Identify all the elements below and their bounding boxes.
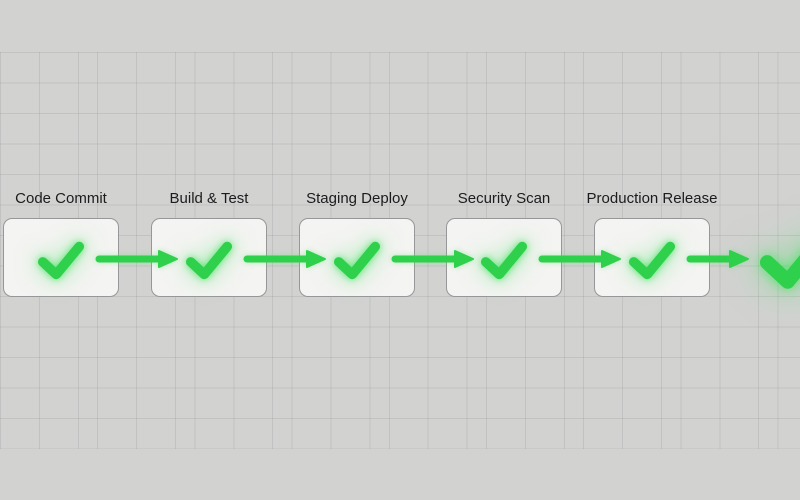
check-icon	[480, 241, 528, 280]
stage-label: Code Commit	[15, 190, 107, 207]
stage-label: Production Release	[586, 190, 718, 207]
flow-arrow-icon	[391, 250, 474, 268]
check-icon	[628, 241, 676, 280]
flow-arrow-icon	[686, 250, 749, 268]
check-icon	[333, 241, 381, 280]
check-icon	[37, 241, 85, 280]
final-check-icon	[759, 255, 800, 289]
stage-build-test: Build & Test	[151, 190, 267, 297]
flow-arrow-icon	[95, 250, 178, 268]
stage-label: Security Scan	[457, 190, 551, 207]
stage-code-commit: Code Commit	[3, 190, 119, 297]
flow-arrow-icon	[538, 250, 621, 268]
flow-arrow-icon	[243, 250, 326, 268]
check-icon	[185, 241, 233, 280]
stage-label: Build & Test	[169, 190, 249, 207]
stage-label: Staging Deploy	[306, 190, 408, 207]
